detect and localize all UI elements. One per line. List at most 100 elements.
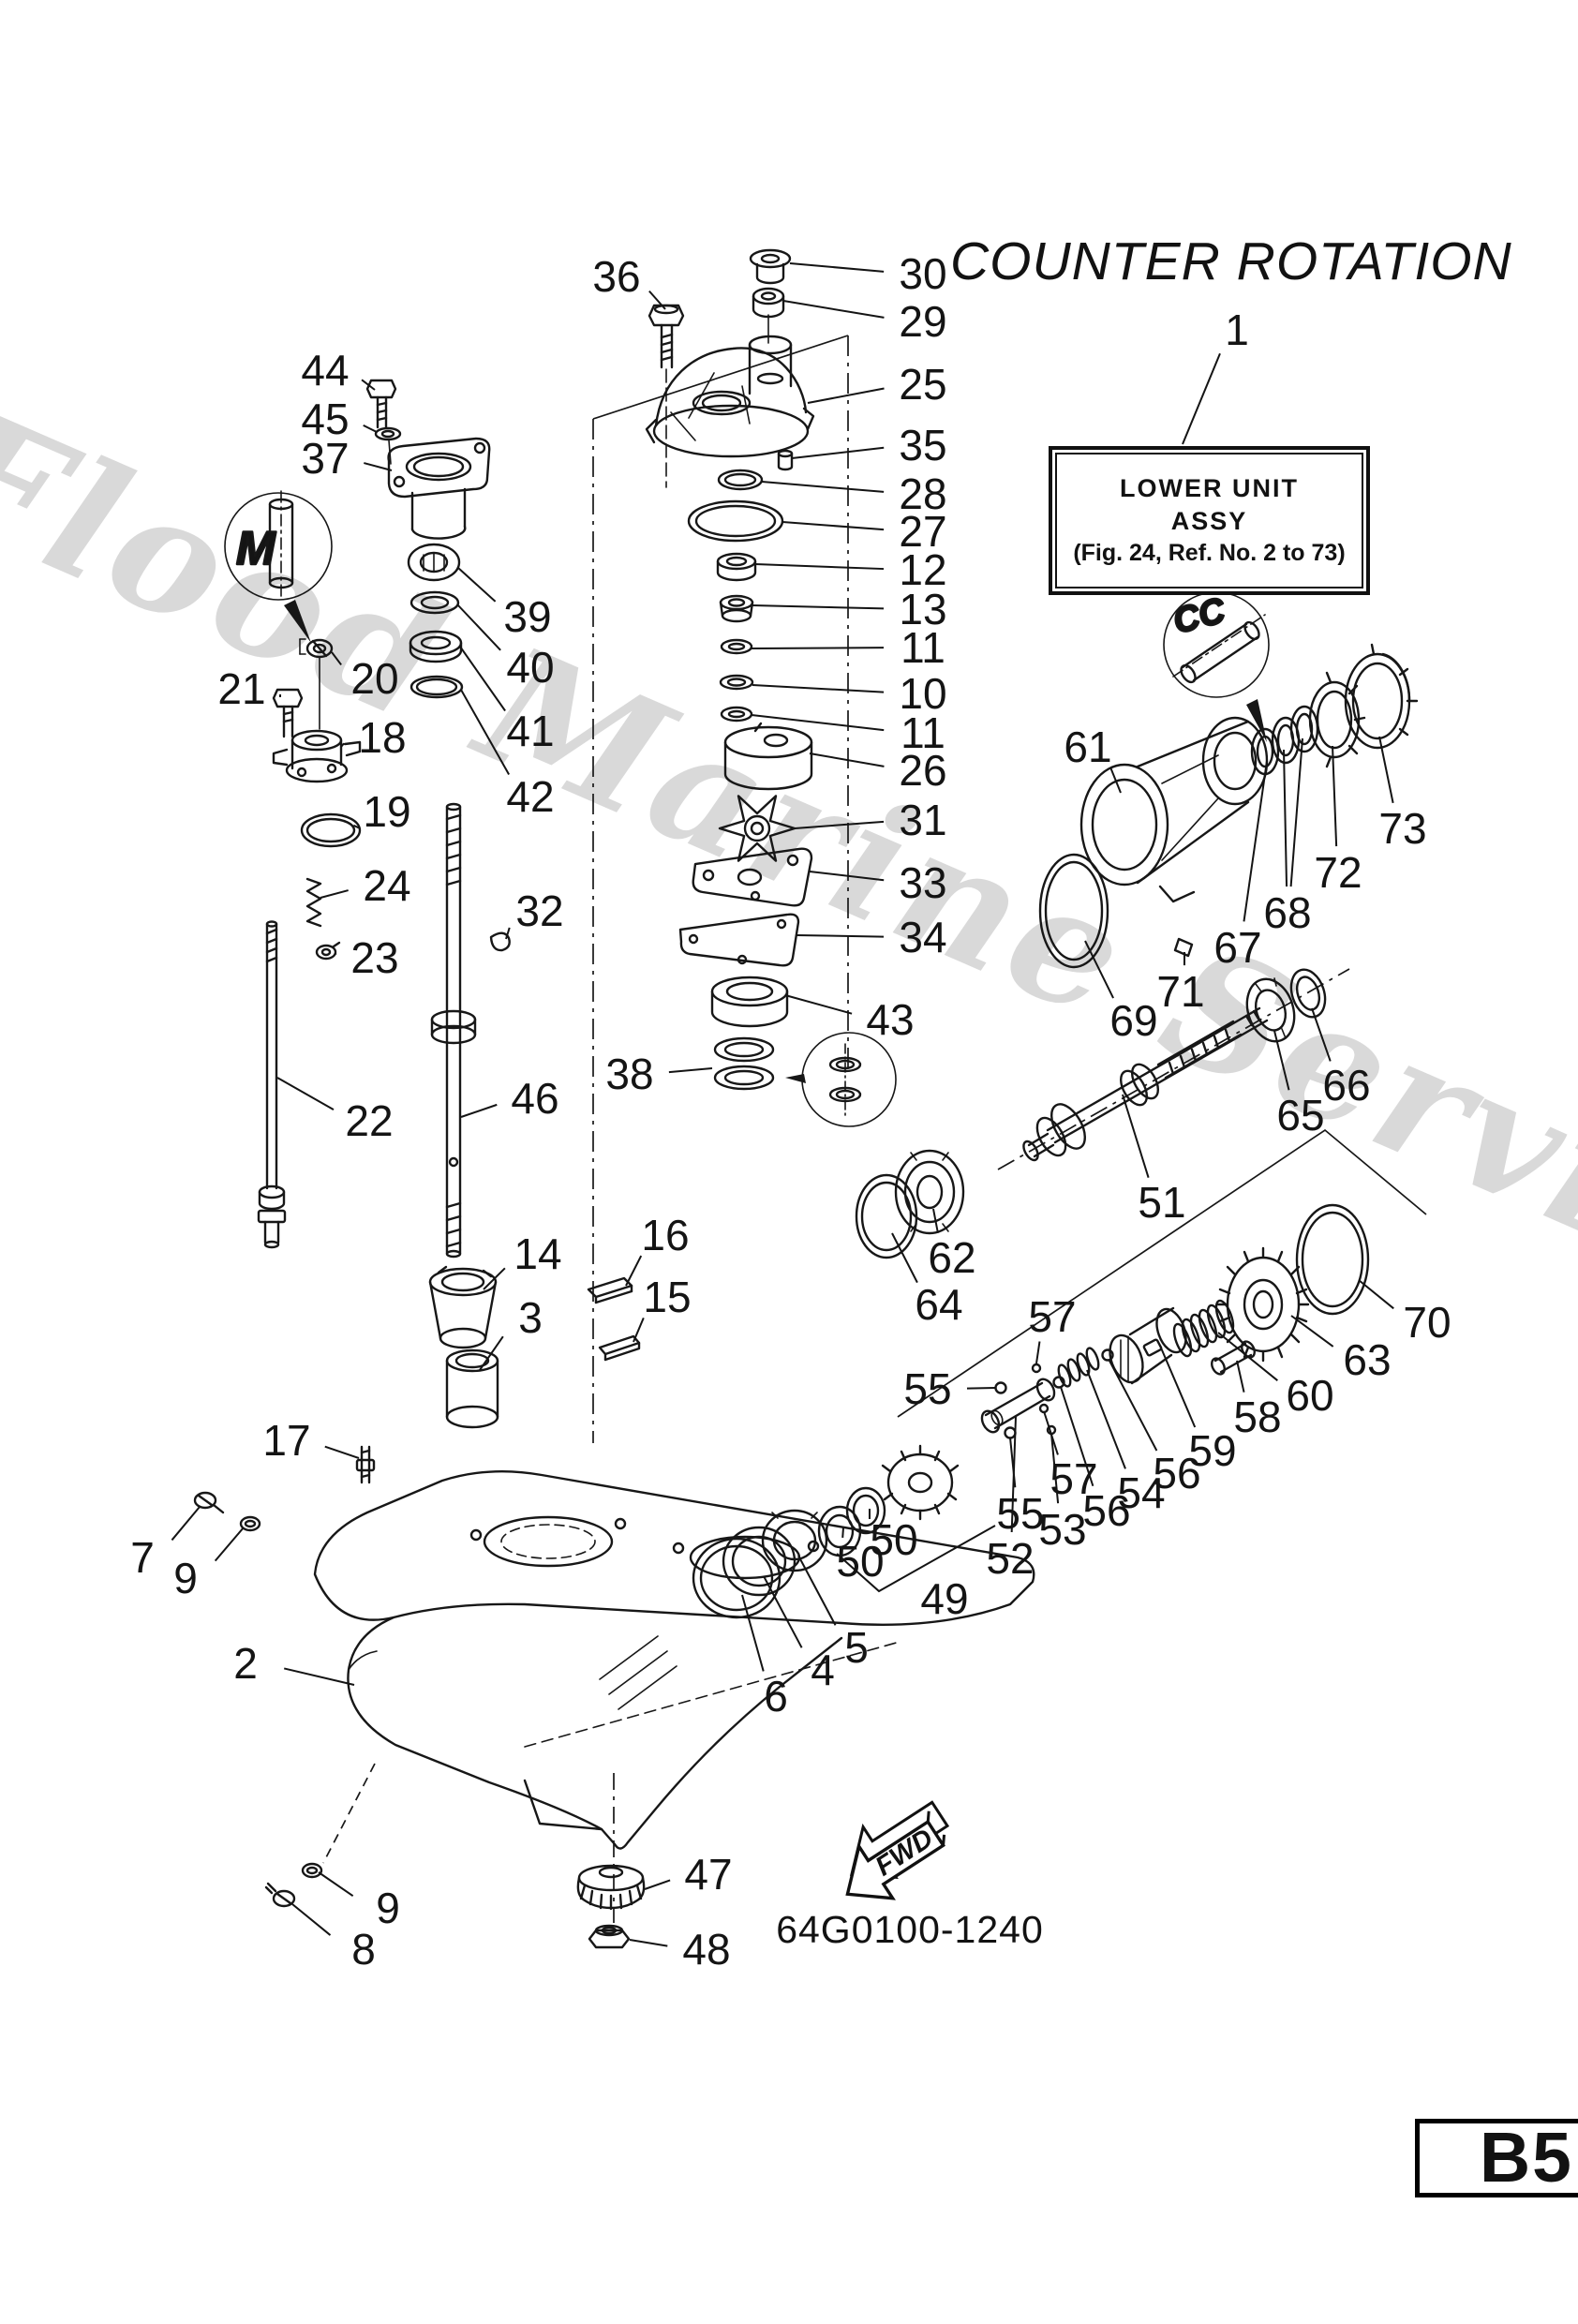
sleeve-14 (428, 1265, 498, 1349)
callout-label-56-59: 56 (1153, 1449, 1200, 1497)
callout-label-34-35: 34 (899, 913, 946, 961)
callout-label-14-15: 14 (514, 1229, 561, 1278)
leader-line-19 (352, 824, 361, 829)
callout-label-22-23: 22 (345, 1096, 393, 1145)
leader-line-11 (751, 714, 885, 732)
leader-line-37 (364, 462, 393, 471)
callout-label-61-66: 61 (1064, 723, 1111, 771)
leader-line-4 (763, 1575, 803, 1648)
leader-line-29 (782, 300, 885, 319)
leader-line-24 (320, 889, 349, 899)
washers-68 (1271, 705, 1319, 765)
o-ring-6 (692, 1537, 782, 1619)
nut-48 (588, 1924, 631, 1949)
leader-line-68 (1289, 737, 1303, 887)
bushing-3 (445, 1348, 499, 1429)
callout-label-59-64: 59 (1188, 1426, 1236, 1475)
callout-label-37-38: 37 (301, 434, 349, 483)
callout-label-63-68: 63 (1343, 1335, 1391, 1384)
race-5 (761, 1509, 828, 1572)
leader-line-69 (1084, 940, 1114, 999)
o-ring-42 (409, 675, 464, 699)
leader-line-57 (1043, 1410, 1059, 1455)
callout-label-55-58: 55 (996, 1489, 1044, 1538)
leader-line-48 (629, 1939, 668, 1947)
callout-label-25-26: 25 (899, 360, 946, 409)
bushing-29 (752, 287, 785, 344)
callout-label-52-54: 52 (986, 1534, 1034, 1583)
leader-line-39 (457, 567, 497, 603)
callout-label-9-9: 9 (376, 1884, 400, 1932)
key-16 (587, 1276, 633, 1304)
leader-line-6 (741, 1594, 765, 1672)
callout-label-46-47: 46 (511, 1074, 558, 1123)
callout-label-44-45: 44 (301, 346, 349, 395)
fwd-arrow: FWD (845, 1800, 950, 1900)
callout-label-72-77: 72 (1314, 848, 1362, 897)
gasket-34 (678, 913, 800, 967)
seal-housing-43 (710, 976, 789, 1028)
o-ring-27 (687, 499, 784, 543)
page-index-tab: B5 (1415, 2119, 1578, 2197)
callout-label-48-49: 48 (682, 1925, 730, 1974)
leader-line-16 (625, 1255, 643, 1287)
callout-label-1-0: 1 (1225, 305, 1249, 354)
leader-line-25 (807, 387, 885, 404)
seal-4 (722, 1526, 796, 1597)
callout-label-53-55: 53 (1038, 1505, 1086, 1554)
washer-9-upper (239, 1515, 261, 1532)
callout-label-50-51: 50 (870, 1515, 917, 1564)
leader-line-66 (1311, 1007, 1332, 1062)
callout-label-2-1: 2 (233, 1639, 258, 1688)
m-logo-mark: M (236, 522, 276, 574)
callout-label-42-43: 42 (506, 772, 554, 821)
seal-detail-circle (785, 1032, 897, 1127)
callout-label-27-28: 27 (899, 507, 946, 556)
figure-part-code: 64G0100-1240 (776, 1908, 1044, 1951)
shift-plunger-52 (980, 1378, 1056, 1434)
leader-line-68 (1283, 749, 1288, 887)
leader-line-73 (1378, 736, 1394, 804)
callout-label-21-22: 21 (217, 664, 265, 713)
callout-label-7-6: 7 (130, 1533, 155, 1582)
clip-23 (315, 941, 341, 961)
leader-line-33 (809, 871, 885, 882)
callout-label-23-24: 23 (350, 933, 398, 982)
bearing-housing-37 (387, 437, 491, 540)
callout-label-24-25: 24 (363, 861, 410, 910)
lower-unit-assy-box: LOWER UNIT ASSY (Fig. 24, Ref. No. 2 to … (1049, 446, 1370, 595)
leader-line-59 (1159, 1345, 1197, 1428)
leader-line-9 (214, 1527, 245, 1562)
leader-line-9 (318, 1871, 354, 1898)
leader-line-60 (1217, 1332, 1278, 1381)
leader-line-61 (1109, 767, 1122, 794)
leader-line-2 (283, 1667, 355, 1686)
leader-line-15 (633, 1318, 645, 1343)
insert-cup-26 (723, 722, 813, 791)
callout-label-49-50: 49 (920, 1574, 968, 1623)
callout-label-19-20: 19 (363, 787, 410, 836)
callout-label-68-73: 68 (1263, 888, 1311, 937)
nut-13 (719, 594, 754, 623)
leader-line-1 (1182, 352, 1221, 445)
bearing-race-50a (845, 1486, 886, 1535)
leader-line-12 (754, 563, 885, 571)
leader-line-32 (505, 927, 511, 940)
clutch-dog-59 (1109, 1306, 1187, 1385)
callout-label-56-60: 56 (1082, 1486, 1130, 1535)
callout-label-18-19: 18 (358, 713, 406, 762)
callout-label-54-56: 54 (1117, 1468, 1165, 1517)
callout-label-30-31: 30 (899, 249, 946, 298)
pin-35 (777, 449, 794, 471)
leader-line-40 (456, 603, 501, 651)
prop-shaft-51 (1022, 1006, 1269, 1162)
callout-label-55-57: 55 (903, 1364, 951, 1413)
leader-line-30 (789, 262, 885, 273)
grommet-30 (749, 248, 792, 285)
callout-label-3-2: 3 (518, 1293, 543, 1342)
forward-gear-49 (881, 1444, 960, 1521)
water-pump-housing-25 (645, 335, 815, 458)
callout-label-70-75: 70 (1403, 1298, 1451, 1347)
